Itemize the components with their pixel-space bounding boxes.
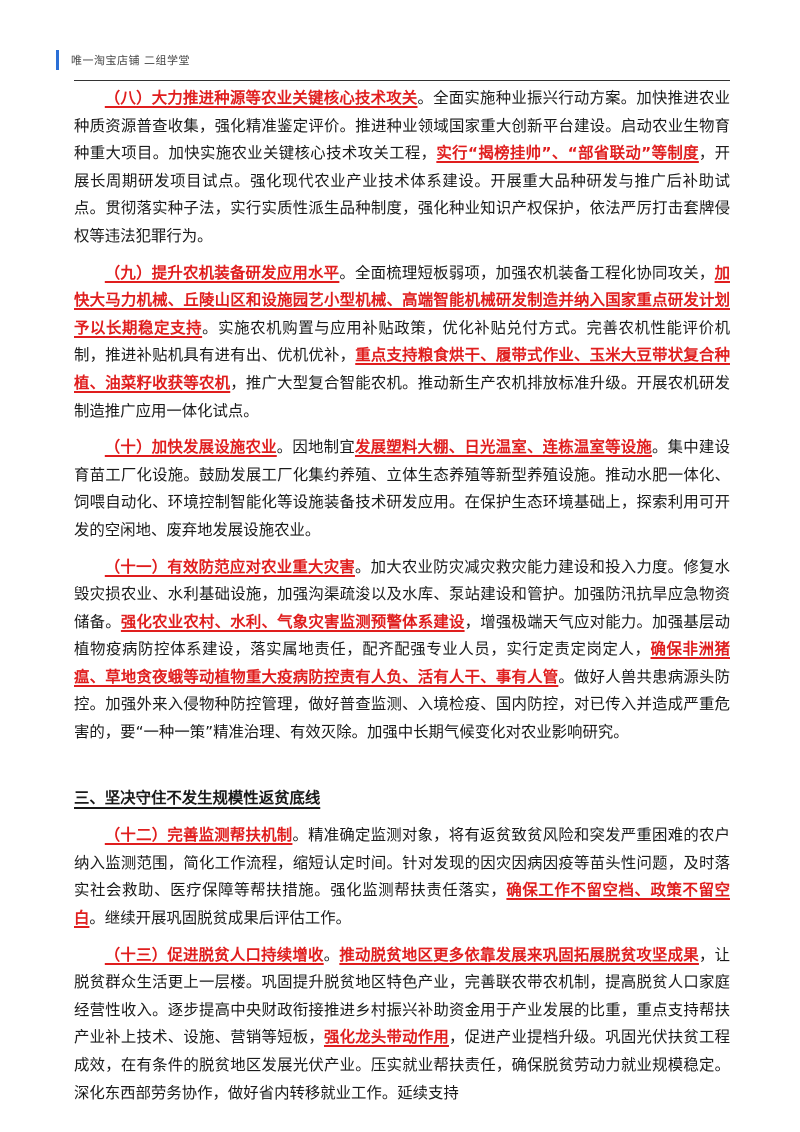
highlighted-text: （十二）完善监测帮扶机制	[104, 826, 293, 845]
paragraph-12: （十二）完善监测帮扶机制。精准确定监测对象，将有返贫致贫风险和突发严重困难的农户…	[74, 822, 730, 932]
body-text: ，开展长周期研发项目试点。强化现代农业产业技术体系建设。开展重大品种研发与推广后…	[74, 144, 730, 245]
body-text: ，让脱贫群众生活更上一层楼。巩固提升脱贫地区特色产业，完善联农带农机制，提高脱贫…	[74, 945, 730, 1047]
paragraph-8: （八）大力推进种源等农业关键核心技术攻关。全面实施种业振兴行动方案。加快推进农业…	[74, 85, 730, 251]
body-text: 。继续开展巩固脱贫成果后评估工作。	[89, 909, 352, 928]
body-text: 。全面梳理短板弱项，加强农机装备工程化协同攻关，	[339, 263, 715, 282]
page-header: 唯一淘宝店铺 二组学堂	[56, 49, 190, 71]
body-text: 。实施农机购置与应用补贴政策，优化补贴兑付方式。完善农机性能评价机制，推进补贴机…	[74, 318, 730, 365]
body-text: 。因地制宜	[276, 438, 355, 457]
highlighted-text: 确保工作不留空档、政策不留空白	[74, 881, 730, 928]
highlighted-text: （八）大力推进种源等农业关键核心技术攻关	[104, 89, 418, 107]
highlighted-text: （十）加快发展设施农业	[104, 438, 277, 457]
body-text: ，促进产业提档升级。巩固光伏扶贫工程成效，在有条件的脱贫地区发展光伏产业。压实就…	[74, 1028, 730, 1102]
header-text: 唯一淘宝店铺 二组学堂	[71, 54, 190, 67]
highlighted-text: 实行“揭榜挂帅”、“部省联动”等制度	[436, 144, 699, 163]
paragraph-13: （十三）促进脱贫人口持续增收。推动脱贫地区更多依靠发展来巩固拓展脱贫攻坚成果，让…	[74, 942, 730, 1108]
body-text: 。全面实施种业振兴行动方案。加快推进农业种质资源普查收集，强化精准鉴定评价。推进…	[74, 89, 730, 163]
section-title: 三、坚决守住不发生规模性返贫底线	[74, 788, 321, 807]
body-text: ，增强极端天气应对能力。加强基层动植物疫病防控体系建设，落实属地责任，配齐配强专…	[74, 612, 730, 659]
highlighted-text: 推动脱贫地区更多依靠发展来巩固拓展脱贫攻坚成果	[339, 945, 699, 964]
highlighted-text: 强化农业农村、水利、气象灾害监测预警体系建设	[120, 612, 465, 631]
paragraph-10: （十）加快发展设施农业。因地制宜发展塑料大棚、日光温室、连栋温室等设施。集中建设…	[74, 434, 730, 544]
highlighted-text: 加快大马力机械、丘陵山区和设施园艺小型机械、高端智能机械研发制造并纳入国家重点研…	[74, 263, 730, 337]
body-text: ，推广大型复合智能农机。推动新生产农机排放标准升级。开展农机研发制造推广应用一体…	[74, 373, 730, 420]
highlighted-text: 发展塑料大棚、日光温室、连栋温室等设施	[354, 438, 653, 457]
highlighted-text: （九）提升农机装备研发应用水平	[104, 263, 340, 282]
header-divider	[74, 80, 730, 81]
highlighted-text: （十一）有效防范应对农业重大灾害	[104, 557, 355, 576]
body-text: 。精准确定监测对象，将有返贫致贫风险和突发严重困难的农户纳入监测范围，简化工作流…	[74, 826, 730, 900]
body-text: 。集中建设育苗工厂化设施。鼓励发展工厂化集约养殖、立体生态养殖等新型养殖设施。推…	[74, 438, 730, 539]
paragraph-9: （九）提升农机装备研发应用水平。全面梳理短板弱项，加强农机装备工程化协同攻关，加…	[74, 260, 730, 426]
highlighted-text: 重点支持粮食烘干、履带式作业、玉米大豆带状复合种植、油菜籽收获等农机	[74, 346, 730, 392]
highlighted-text: 确保非洲猪瘟、草地贪夜蛾等动植物重大疫病防控责有人负、活有人干、事有人管	[74, 640, 730, 686]
body-text: 。加大农业防灾减灾救灾能力建设和投入力度。修复水毁灾损农业、水利基础设施，加强沟…	[74, 557, 730, 631]
highlighted-text: （十三）促进脱贫人口持续增收	[104, 945, 324, 964]
document-body: （八）大力推进种源等农业关键核心技术攻关。全面实施种业振兴行动方案。加快推进农业…	[74, 85, 730, 1116]
paragraph-11: （十一）有效防范应对农业重大灾害。加大农业防灾减灾救灾能力建设和投入力度。修复水…	[74, 554, 730, 747]
header-accent-bar	[56, 50, 59, 70]
highlighted-text: 强化龙头带动作用	[323, 1028, 449, 1047]
body-text: 。	[323, 945, 340, 964]
body-text: 。做好人兽共患病源头防控。加强外来入侵物种防控管理，做好普查监测、入境检疫、国内…	[74, 667, 730, 742]
